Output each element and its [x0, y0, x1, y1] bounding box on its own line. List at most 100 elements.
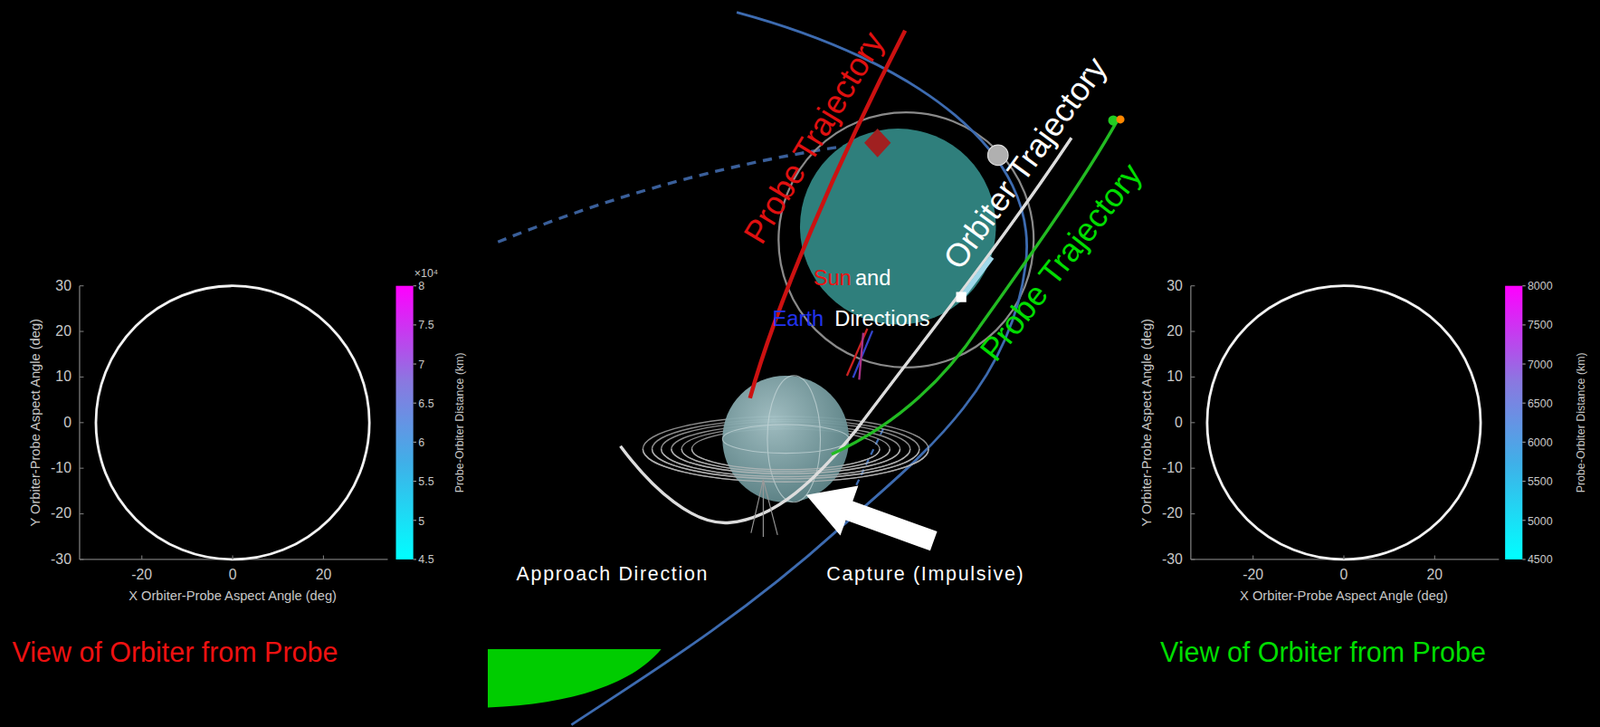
tick-mark	[413, 480, 417, 482]
axis-title: Y Orbiter-Probe Aspect Angle (deg)	[1139, 318, 1154, 527]
tick-label: -30	[1161, 551, 1183, 567]
tick-marks	[79, 285, 1526, 560]
orbiter-marker	[956, 291, 967, 302]
aspect-chart-left	[79, 285, 414, 560]
tick-mark	[413, 519, 417, 521]
tick-mark	[1434, 554, 1436, 560]
colorbar-title: Probe-Orbiter Distance (km)	[453, 352, 467, 493]
colorbar-tick: 6000	[1527, 436, 1553, 449]
colorbar-exponent: ×10⁴	[414, 266, 439, 279]
colorbar-tick: 7000	[1527, 357, 1553, 371]
tick-mark	[79, 376, 85, 378]
tick-mark	[79, 285, 85, 286]
tick-mark	[413, 285, 417, 286]
tick-mark	[1522, 441, 1525, 443]
tick-label: -20	[131, 566, 153, 582]
tick-mark	[1522, 480, 1525, 482]
colorbar-tick: 7	[418, 357, 425, 371]
tick-mark	[141, 554, 143, 560]
probe-end	[1116, 114, 1125, 124]
tick-mark	[413, 323, 417, 325]
colorbar-tick: 6.5	[418, 396, 434, 410]
axis-title: X Orbiter-Probe Aspect Angle (deg)	[1239, 588, 1448, 603]
tick-mark	[1522, 558, 1525, 560]
planet	[722, 375, 849, 503]
panel-caption: View of Orbiter from Probe	[1160, 638, 1486, 668]
colorbar-title: Probe-Orbiter Distance (km)	[1574, 352, 1588, 493]
direction-label: Directions	[834, 306, 930, 331]
tick-mark	[323, 554, 324, 560]
direction-label: Sun	[813, 266, 852, 290]
tick-mark	[1190, 421, 1196, 423]
tick-mark	[413, 402, 417, 404]
approach-cone	[751, 479, 778, 537]
tick-mark	[1522, 285, 1525, 286]
tick-mark	[1522, 323, 1525, 325]
tick-label: 10	[1166, 369, 1183, 385]
tick-mark	[79, 331, 85, 333]
tick-label: 0	[63, 414, 72, 430]
aspect-circle	[1207, 285, 1481, 560]
colorbar-tick: 7.5	[418, 318, 434, 332]
planet-rings-front	[642, 448, 929, 482]
colorbar-tick: 6	[418, 436, 425, 449]
tick-label: 10	[55, 369, 72, 385]
probe-path-green	[831, 120, 1118, 455]
tick-label: -20	[50, 505, 72, 522]
colorbar-tick: 7500	[1527, 318, 1553, 332]
colorbar	[395, 285, 413, 560]
panel-caption: View of Orbiter from Probe	[12, 638, 339, 668]
tick-label: 20	[1427, 566, 1444, 582]
capture-arrow	[806, 485, 938, 551]
colorbar-tick: 4500	[1527, 552, 1553, 566]
tick-mark	[1342, 554, 1344, 560]
colorbar-tick: 5500	[1527, 475, 1553, 488]
tick-mark	[1522, 519, 1525, 521]
tick-mark	[413, 362, 417, 364]
colorbar-tick: 4.5	[418, 552, 434, 566]
colorbar	[1504, 285, 1523, 560]
tick-label: 0	[228, 566, 238, 582]
tick-mark	[232, 554, 234, 560]
tick-mark	[1190, 467, 1196, 469]
orbit-path	[571, 12, 1027, 725]
tick-label: -10	[1161, 459, 1183, 476]
tick-label: -30	[50, 551, 72, 567]
tick-label: 30	[55, 277, 72, 294]
tick-mark	[1190, 558, 1196, 560]
colorbar-tick: 5000	[1527, 514, 1553, 527]
tick-mark	[79, 421, 85, 423]
tick-mark	[413, 441, 417, 443]
tick-mark	[413, 558, 417, 560]
callout-label: Capture (Impulsive)	[826, 563, 1025, 586]
tick-label: -20	[1242, 566, 1264, 582]
probe-marker	[864, 128, 891, 158]
direction-label: and	[855, 266, 892, 290]
direction-label: Earth	[772, 306, 825, 331]
colorbar-tick: 8	[418, 279, 425, 293]
callout-label: Approach Direction	[516, 563, 710, 586]
tick-label: -20	[1161, 505, 1183, 522]
colorbar-tick: 5.5	[418, 475, 434, 488]
tick-label: 0	[1340, 566, 1349, 582]
axis-title: Y Orbiter-Probe Aspect Angle (deg)	[28, 318, 43, 527]
planet-grid	[722, 375, 849, 503]
direction-lines	[847, 328, 873, 380]
tick-mark	[1190, 513, 1196, 515]
colorbar-tick: 5	[418, 514, 425, 527]
tick-mark	[1252, 554, 1254, 560]
trajectory-scene	[487, 12, 1125, 725]
tick-label: -10	[50, 459, 72, 476]
tick-mark	[79, 513, 85, 515]
tick-mark	[1190, 376, 1196, 378]
tick-label: 30	[1166, 277, 1183, 294]
colorbar-tick: 8000	[1527, 279, 1553, 293]
tick-mark	[1522, 362, 1525, 364]
tick-mark	[1190, 285, 1196, 286]
tick-label: 0	[1174, 414, 1183, 430]
axis-title: X Orbiter-Probe Aspect Angle (deg)	[128, 588, 337, 603]
tick-mark	[79, 558, 85, 560]
colorbar-tick: 6500	[1527, 396, 1553, 410]
